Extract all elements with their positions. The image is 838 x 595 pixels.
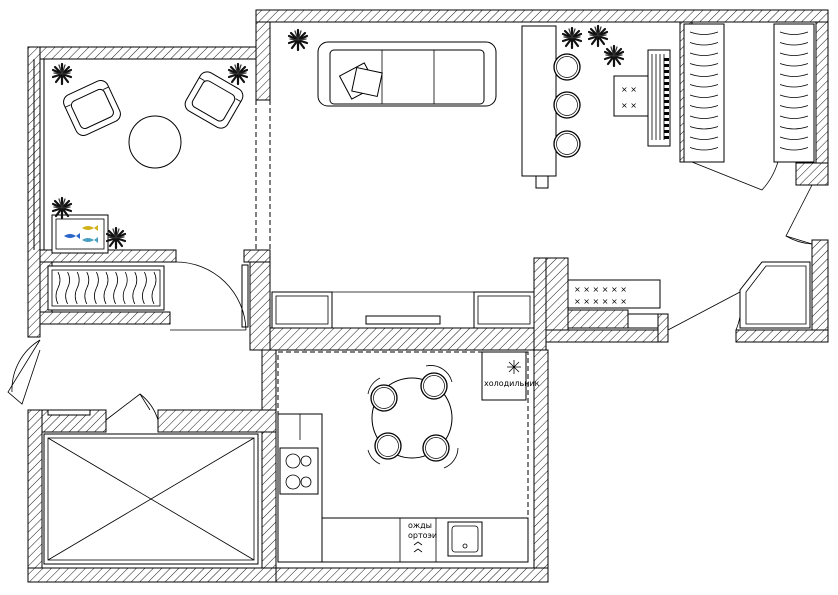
hanger xyxy=(779,73,809,77)
counter-bottom: ожды ортоэи xyxy=(321,517,529,563)
piano-key xyxy=(664,100,669,103)
radiator-fin xyxy=(113,271,118,305)
radiator-fin xyxy=(65,271,70,305)
hanger xyxy=(689,31,719,35)
hanger xyxy=(779,52,809,56)
counter-left xyxy=(277,413,323,563)
bar-stool xyxy=(553,53,581,81)
plant-icon xyxy=(561,26,583,50)
plant-icon xyxy=(227,62,249,86)
hanger xyxy=(779,84,809,88)
piano-key xyxy=(664,70,669,73)
piano-key xyxy=(664,64,669,67)
hanger xyxy=(779,126,809,130)
piano-key xyxy=(664,130,669,133)
radiator-fin xyxy=(94,271,99,305)
svg-text:× × × × × ×: × × × × × × xyxy=(574,285,627,294)
svg-text:× × × × × ×: × × × × × × xyxy=(574,297,627,306)
tv-cabinet xyxy=(271,291,535,329)
fridge-label: холодильник xyxy=(484,379,540,388)
hanger xyxy=(779,94,809,98)
piano-key xyxy=(664,112,669,115)
armchair-left xyxy=(63,80,121,136)
bar-stool xyxy=(553,91,581,119)
hanger xyxy=(779,63,809,67)
appliance-label-1: ожды xyxy=(408,521,432,530)
storage-room xyxy=(43,433,259,565)
hanger xyxy=(689,115,719,119)
radiator-balcony xyxy=(47,265,165,311)
hanger xyxy=(779,31,809,35)
svg-text:× ×: × × xyxy=(621,101,637,110)
dining-table xyxy=(367,365,459,469)
svg-text:× ×: × × xyxy=(621,85,637,94)
hanger xyxy=(689,136,719,140)
appliance-label-2: ортоэи xyxy=(408,531,437,540)
piano: × × × × xyxy=(613,49,671,147)
hanger xyxy=(689,63,719,67)
radiator-fin xyxy=(122,271,128,305)
piano-key xyxy=(664,82,669,85)
living-room-furniture: × × × × × × × × × × × × × × × × xyxy=(271,23,815,329)
hanger xyxy=(689,147,719,151)
radiator-fin xyxy=(151,271,157,305)
armchair-right xyxy=(184,71,244,129)
bar-stool xyxy=(553,130,581,158)
hanger xyxy=(779,42,809,46)
stairs: × × × × × × × × × × × × xyxy=(567,279,661,329)
piano-key xyxy=(664,94,669,97)
radiator-fin xyxy=(74,271,80,305)
kitchen-furniture: холодильник ожды ортоэи xyxy=(277,351,540,563)
piano-key xyxy=(664,136,669,139)
hanger xyxy=(689,52,719,56)
radiator-fin xyxy=(55,271,61,305)
hanger xyxy=(689,84,719,88)
radiator-fin xyxy=(103,271,109,305)
piano-key xyxy=(664,76,669,79)
plant-icon xyxy=(587,24,609,48)
round-coffee-table xyxy=(128,115,182,169)
sofa xyxy=(317,41,497,107)
hanger xyxy=(689,126,719,130)
radiator-fin xyxy=(132,271,138,305)
hanger xyxy=(689,73,719,77)
piano-key xyxy=(664,124,669,127)
hanger xyxy=(689,42,719,46)
plant-icon xyxy=(51,196,73,220)
plant-icon xyxy=(51,62,73,86)
plant-icon xyxy=(603,44,625,68)
hanger xyxy=(779,136,809,140)
walls xyxy=(27,9,829,583)
piano-key xyxy=(664,106,669,109)
bar-counter xyxy=(521,25,581,189)
hanger xyxy=(779,147,809,151)
fridge: холодильник xyxy=(481,351,540,401)
windows xyxy=(33,59,249,416)
plant-icon xyxy=(105,226,127,250)
radiator-fin xyxy=(142,271,147,305)
sink xyxy=(447,521,483,557)
wardrobes-top xyxy=(683,23,815,163)
plant-icon xyxy=(287,28,309,52)
hanger xyxy=(689,94,719,98)
radiator-fin xyxy=(84,271,90,305)
hanger xyxy=(689,105,719,109)
hanger xyxy=(779,105,809,109)
hanger xyxy=(779,115,809,119)
piano-key xyxy=(664,118,669,121)
balcony-furniture xyxy=(47,71,244,311)
piano-key xyxy=(664,88,669,91)
piano-key xyxy=(664,58,669,61)
corner-cabinet xyxy=(739,261,811,329)
aquarium xyxy=(51,214,109,254)
